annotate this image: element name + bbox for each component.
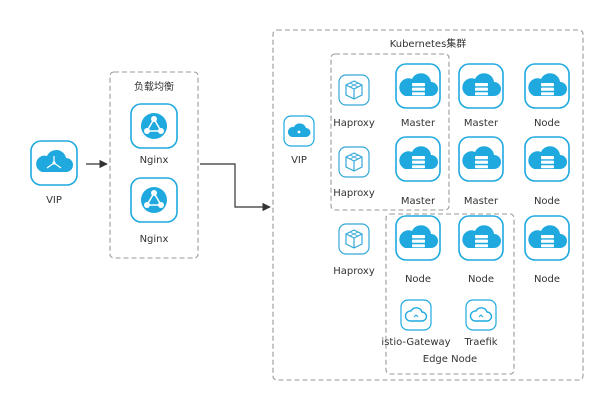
edge-node-group-frame	[385, 213, 515, 375]
master-group-frame	[330, 53, 450, 211]
node-3-label: Node	[534, 274, 560, 285]
master-3-label: Master	[464, 118, 499, 129]
traefik-label: Traefik	[463, 337, 497, 348]
server-cloud-icon	[395, 63, 441, 109]
gateway-cloud-icon	[400, 299, 432, 331]
master-4-label: Master	[464, 196, 499, 207]
master-2-label: Master	[401, 196, 436, 207]
vip-cloud-icon	[283, 115, 315, 147]
node-4-label: Node	[405, 274, 431, 285]
server-cloud-icon	[458, 136, 504, 182]
nginx-1-label: Nginx	[140, 155, 169, 166]
server-cloud-icon	[395, 136, 441, 182]
vip-cloud-icon	[30, 140, 78, 186]
node-2-label: Node	[534, 196, 560, 207]
server-cloud-icon	[458, 63, 504, 109]
haproxy-3-label: Haproxy	[333, 266, 375, 277]
edge-node-group-title: Edge Node	[423, 354, 477, 365]
node-1-label: Node	[534, 118, 560, 129]
arrow-lb-to-cluster	[200, 163, 271, 212]
server-cloud-icon	[524, 215, 570, 261]
haproxy-2-label: Haproxy	[333, 188, 375, 199]
vip-left-label: VIP	[46, 195, 62, 206]
load-balancer-group	[109, 71, 199, 259]
server-cloud-icon	[395, 215, 441, 261]
server-cloud-icon	[524, 136, 570, 182]
nginx-network-icon	[130, 103, 178, 149]
traefik-cloud-icon	[465, 299, 497, 331]
lb-group-title: 负载均衡	[134, 80, 174, 93]
haproxy-cube-icon	[338, 146, 370, 178]
nginx-2-label: Nginx	[140, 234, 169, 245]
server-cloud-icon	[524, 63, 570, 109]
server-cloud-icon	[458, 215, 504, 261]
nginx-network-icon	[130, 177, 178, 223]
master-1-label: Master	[401, 118, 436, 129]
node-5-label: Node	[468, 274, 494, 285]
haproxy-cube-icon	[338, 74, 370, 106]
vip-cluster-label: VIP	[291, 155, 307, 166]
istio-gateway-label: istio-Gateway	[381, 337, 450, 348]
cluster-title: Kubernetes集群	[390, 37, 467, 50]
haproxy-cube-icon	[338, 223, 370, 255]
haproxy-1-label: Haproxy	[333, 118, 375, 129]
